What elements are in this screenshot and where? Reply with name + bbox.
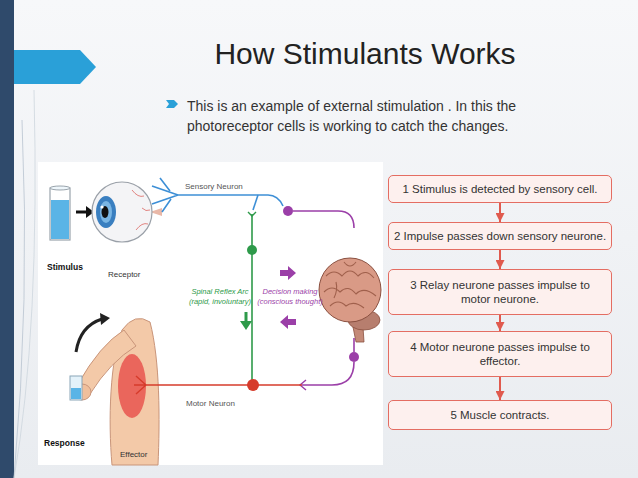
step-text: 1 Stimulus is detected by sensory cell. — [403, 182, 598, 196]
decision-arrows — [280, 266, 296, 280]
relay-neuron — [251, 214, 253, 382]
sensory-neuron — [178, 194, 268, 196]
sensory-neuron — [152, 178, 283, 212]
side-decoration — [0, 0, 14, 478]
part-label: Response — [44, 438, 104, 448]
decision-arrows — [280, 315, 296, 329]
motor-neuron — [247, 379, 259, 391]
side-decoration — [14, 120, 25, 478]
eye-receptor — [96, 196, 116, 228]
arm-effector — [71, 388, 81, 399]
eye-receptor — [100, 205, 103, 208]
bullet-arrow — [166, 100, 178, 108]
eye-receptor — [92, 182, 152, 242]
slide-title: How Stimulants Works — [150, 36, 580, 72]
step-text: 2 Impulse passes down sensory neurone. — [394, 229, 606, 243]
arm-effector — [118, 354, 146, 418]
sensory-neuron — [152, 178, 178, 212]
brain-neurons — [293, 211, 354, 228]
spinal-arrow — [245, 312, 248, 322]
process-box: 4 Motor neurone passes impulse to effect… — [388, 331, 612, 377]
bullet-arrow — [166, 100, 178, 108]
flow-arrow — [499, 250, 501, 269]
flow-arrow — [499, 315, 501, 331]
illustration-panel — [38, 162, 383, 465]
eye-receptor — [132, 190, 150, 230]
process-box: 3 Relay neurone passes impulse to motor … — [388, 269, 612, 315]
motor-neuron — [146, 384, 302, 386]
process-box: 1 Stimulus is detected by sensory cell. — [388, 175, 612, 203]
arm-effector — [70, 376, 82, 400]
motor-neuron — [134, 376, 146, 394]
brain-neurons — [353, 338, 355, 352]
side-decoration — [14, 50, 96, 84]
stimulus-beaker — [51, 200, 69, 239]
eye-receptor — [92, 182, 162, 242]
part-label: Motor Neuron — [186, 399, 266, 409]
flow-arrow — [499, 203, 501, 222]
brain — [324, 262, 376, 308]
spinal-arrow — [240, 312, 252, 330]
arm-effector — [100, 313, 110, 325]
process-box: 2 Impulse passes down sensory neurone. — [388, 222, 612, 250]
brain-neurons — [302, 362, 354, 385]
brain-neurons — [349, 352, 359, 362]
stimulus-beaker — [76, 211, 86, 214]
pathway-note: Decision making (conscious thought) — [256, 287, 324, 307]
part-label: Stimulus — [47, 262, 107, 272]
flow-arrow — [499, 377, 501, 400]
brain — [319, 258, 381, 342]
step-text: 3 Relay neurone passes impulse to motor … — [408, 278, 592, 306]
step-text: 4 Motor neurone passes impulse to effect… — [408, 340, 592, 368]
brain — [319, 258, 381, 322]
part-label: Effector — [120, 450, 180, 460]
bullet-text: This is an example of external stimulati… — [187, 96, 582, 136]
brain-neurons — [283, 206, 293, 216]
eye-receptor — [100, 201, 112, 223]
stimulus-beaker — [50, 186, 94, 240]
arm-effector — [76, 319, 102, 352]
sensory-neuron — [253, 195, 258, 210]
side-decoration — [14, 90, 35, 478]
relay-neuron — [247, 245, 257, 255]
pathway-note: Spinal Reflex Arc (rapid, involuntary) — [186, 287, 254, 307]
part-label: Sensory Neuron — [185, 182, 265, 192]
motor-neuron — [134, 376, 302, 394]
process-box: 5 Muscle contracts. — [388, 400, 612, 430]
stimulus-beaker — [50, 186, 70, 190]
spinal-arrow — [240, 321, 252, 330]
relay-neuron — [248, 212, 256, 216]
stimulus-beaker — [50, 188, 70, 240]
sensory-neuron — [268, 195, 283, 206]
part-label: Receptor — [108, 270, 168, 280]
step-text: 5 Muscle contracts. — [450, 408, 549, 422]
